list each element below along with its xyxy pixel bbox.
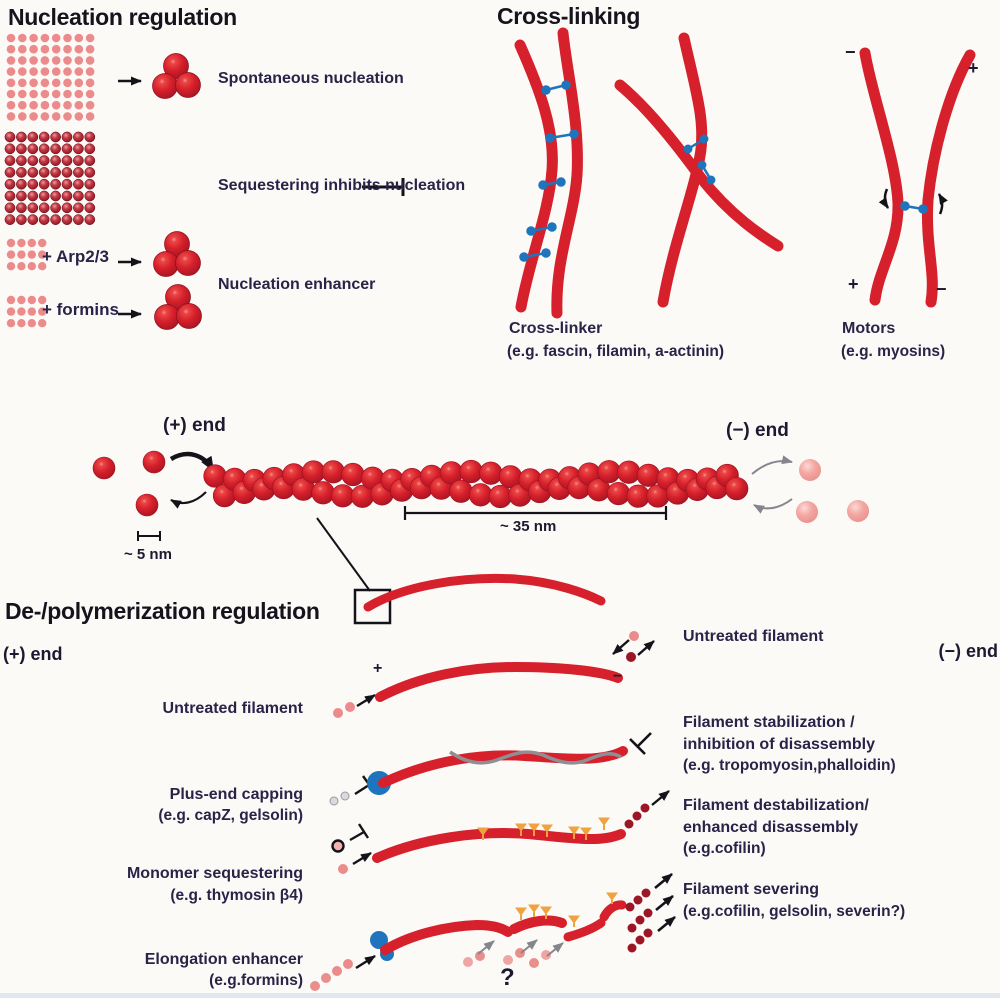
label-motors: Motors	[842, 320, 896, 337]
scale-bar-35nm	[403, 506, 668, 520]
label-arp23: + Arp2/3	[42, 247, 109, 266]
label-severing: Filament severing	[683, 881, 820, 898]
formins-monomer-grid	[6, 295, 47, 328]
crossed-filaments-links	[683, 134, 716, 185]
label-untreated-filament-right: Untreated filament	[683, 628, 824, 645]
monomer-pool-grid	[6, 33, 95, 121]
label-monomer-sequestering: Monomer sequestering	[126, 865, 303, 882]
label-plus-end-capping-examples: (e.g. capZ, gelsolin)	[158, 807, 303, 824]
row3-sequestering-destabilization	[331, 790, 670, 874]
label-severing-examples: (e.g.cofilin, gelsolin, severin?)	[683, 903, 906, 920]
actin-filament-bead-chain	[203, 459, 749, 509]
label-sequestering-inhibits: Sequestering inhibits nucleation	[218, 177, 466, 194]
scale-5nm-label: ~ 5 nm	[124, 546, 172, 563]
crossed-filaments	[614, 32, 784, 308]
scale-35nm-label: ~ 35 nm	[500, 518, 557, 535]
nucleation-trimer-1	[152, 53, 201, 99]
scale-bar-5nm	[137, 531, 161, 541]
label-monomer-sequestering-examples: (e.g. thymosin β4)	[170, 887, 303, 904]
cofilin-marks	[477, 817, 610, 840]
formin-cap-icon	[370, 931, 388, 949]
dissociation-arrow	[170, 491, 207, 509]
row2-capping-stabilization	[329, 732, 652, 806]
nucleation-trimer-3	[154, 284, 202, 330]
disassembled-monomer-trails	[625, 888, 653, 953]
nucleation-trimer-2	[153, 231, 201, 277]
free-monomers-minus-end	[796, 459, 869, 523]
cofilin-marks	[515, 892, 618, 927]
label-stabilization-examples: (e.g. tropomyosin,phalloidin)	[683, 757, 896, 774]
filament-minus-end-label: (−) end	[726, 420, 789, 441]
free-monomers-plus-end	[92, 450, 166, 517]
motor-link	[900, 201, 928, 214]
inhibit-bar-icon	[362, 178, 405, 196]
depoly-plus-end-label: (+) end	[3, 644, 63, 664]
row4-elongation-severing	[310, 872, 676, 991]
magnifier-callout	[316, 517, 606, 625]
row1-plus-sign: +	[373, 660, 383, 677]
motor-plus-sign: +	[968, 58, 979, 78]
label-destabilization-examples: (e.g.cofilin)	[683, 840, 766, 857]
label-destabilization-2: enhanced disassembly	[683, 819, 859, 836]
label-stabilization-2: inhibition of disassembly	[683, 736, 876, 753]
sequestered-pool-grid	[4, 131, 96, 225]
bottom-edge-strip	[0, 993, 1000, 998]
label-elongation-enhancer: Elongation enhancer	[144, 951, 303, 968]
motor-filaments	[859, 47, 976, 308]
depoly-title: De-/polymerization regulation	[5, 598, 320, 624]
crosslinked-parallel-filaments	[514, 27, 583, 319]
motor-minus-sign: −	[845, 42, 856, 62]
motor-minus-sign: −	[936, 279, 947, 299]
question-mark-label: ?	[500, 964, 515, 991]
depoly-minus-end-label: (−) end	[938, 641, 998, 661]
nucleation-title: Nucleation regulation	[8, 4, 237, 30]
row1-untreated	[333, 631, 655, 718]
crosslinking-title: Cross-linking	[497, 3, 641, 29]
annealing-monomers	[463, 939, 564, 968]
label-spontaneous-nucleation: Spontaneous nucleation	[218, 70, 404, 87]
label-destabilization-1: Filament destabilization/	[683, 797, 869, 814]
label-crosslinker: Cross-linker	[509, 320, 603, 337]
tropomyosin-wrap-icon	[449, 750, 622, 765]
label-elongation-enhancer-examples: (e.g.formins)	[209, 972, 303, 989]
motor-plus-sign: +	[848, 274, 859, 294]
crosslinker-links	[519, 80, 579, 262]
label-nucleation-enhancer: Nucleation enhancer	[218, 276, 376, 293]
motor-sliding-arrows	[878, 188, 948, 215]
label-motors-examples: (e.g. myosins)	[841, 343, 946, 360]
label-crosslinker-examples: (e.g. fascin, filamin, a-actinin)	[507, 343, 725, 360]
label-stabilization-1: Filament stabilization /	[683, 714, 855, 731]
filament-plus-end-label: (+) end	[163, 415, 226, 436]
arp23-monomer-grid	[6, 238, 47, 271]
association-arrow	[169, 451, 215, 472]
row1-minus-sign: −	[613, 668, 623, 685]
minus-end-exchange-arrows	[751, 455, 793, 514]
label-untreated-filament-left: Untreated filament	[162, 700, 303, 717]
label-plus-end-capping: Plus-end capping	[169, 786, 303, 803]
label-formins: + formins	[42, 300, 119, 319]
